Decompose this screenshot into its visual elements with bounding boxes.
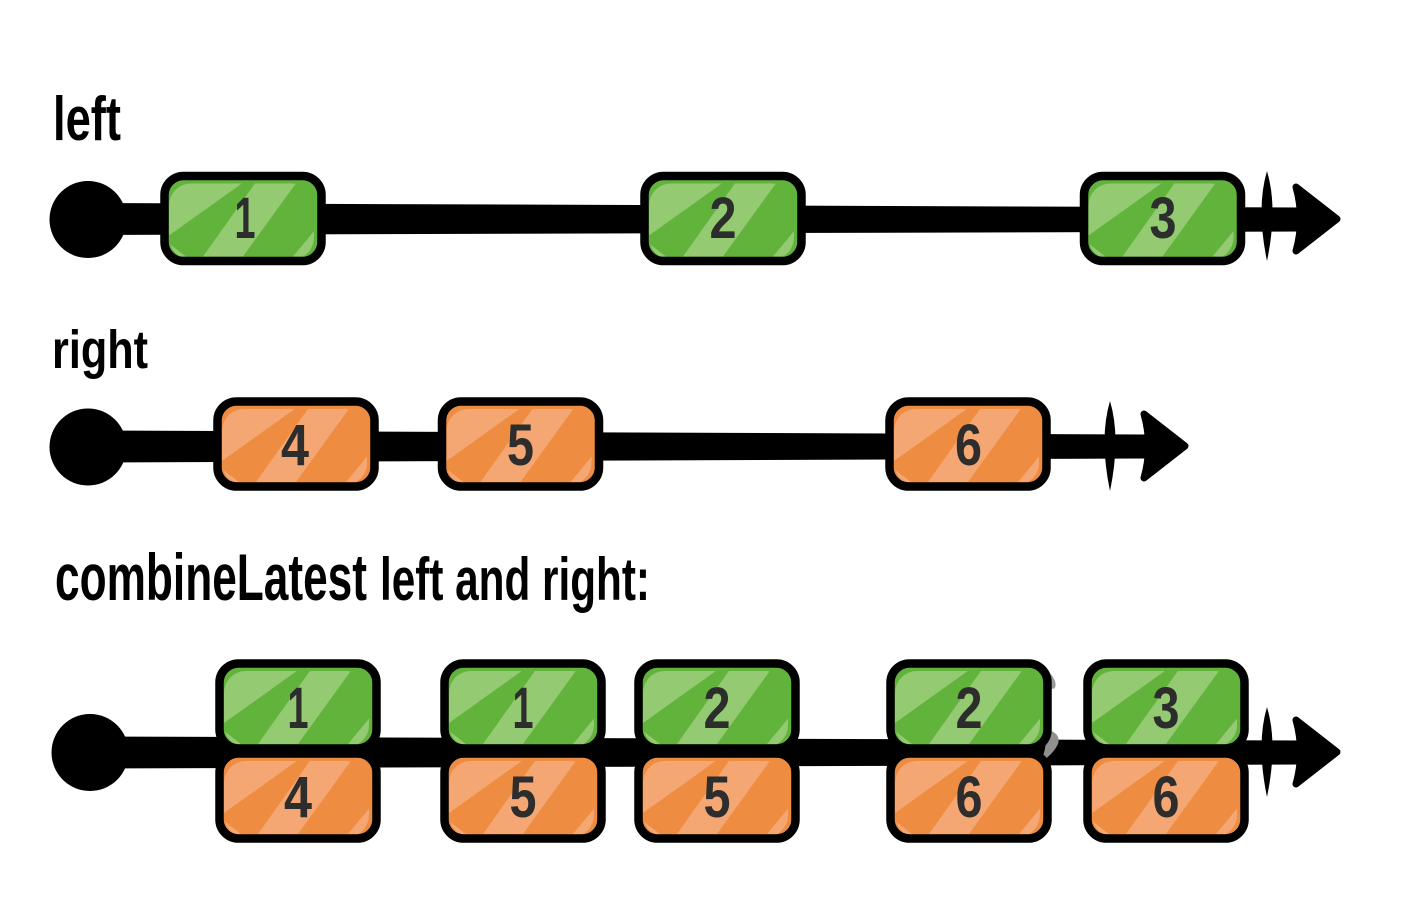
svg-text:1: 1	[513, 676, 534, 741]
svg-text:6: 6	[955, 413, 982, 478]
svg-text:1: 1	[288, 676, 309, 741]
svg-text:2: 2	[956, 676, 983, 741]
svg-text:left and right:: left and right:	[380, 546, 650, 613]
svg-text:2: 2	[704, 676, 731, 741]
svg-text:6: 6	[1153, 765, 1180, 830]
svg-text:4: 4	[284, 765, 312, 830]
svg-text:4: 4	[281, 413, 309, 478]
svg-text:2: 2	[710, 186, 737, 251]
svg-text:6: 6	[956, 765, 983, 830]
svg-text:5: 5	[704, 765, 731, 830]
svg-text:5: 5	[510, 765, 537, 830]
svg-text:1: 1	[235, 186, 256, 251]
svg-text:3: 3	[1153, 676, 1180, 741]
svg-text:combineLatest: combineLatest	[55, 540, 367, 614]
svg-text:3: 3	[1150, 186, 1177, 251]
svg-text:right: right	[52, 320, 148, 380]
svg-text:5: 5	[507, 413, 534, 478]
svg-text:left: left	[53, 85, 121, 154]
